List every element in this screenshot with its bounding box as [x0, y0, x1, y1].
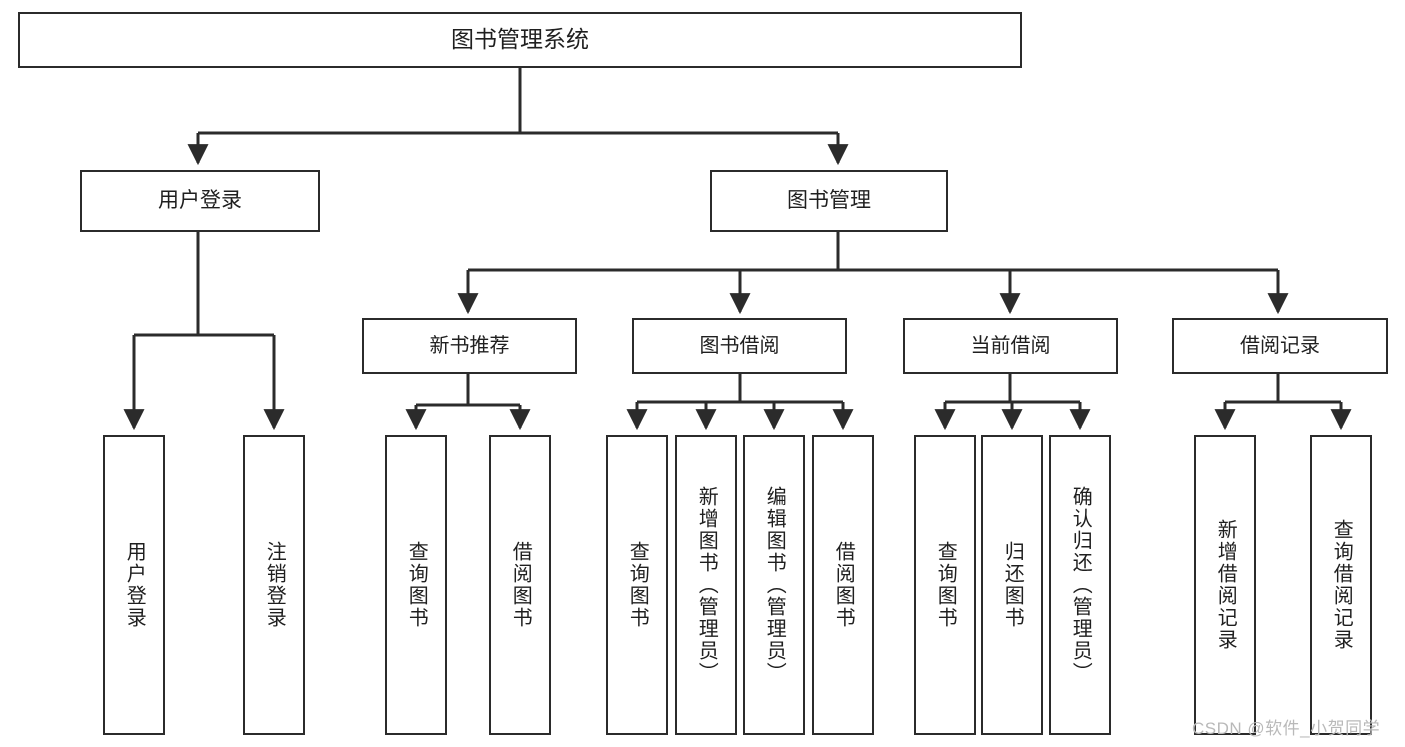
node-label: 图书管理	[787, 189, 871, 213]
node-label: 借阅图书	[832, 541, 855, 629]
leaf-book-borrow-add[interactable]: 新增图书（管理员）	[675, 435, 737, 735]
node-label: 图书借阅	[699, 334, 780, 357]
node-user-login[interactable]: 用户登录	[80, 170, 320, 232]
node-label: 查询图书	[934, 541, 957, 629]
node-label: 借阅图书	[509, 541, 532, 629]
leaf-user-login-signin[interactable]: 用户登录	[103, 435, 165, 735]
node-root-system[interactable]: 图书管理系统	[18, 12, 1022, 68]
node-label: 编辑图书（管理员）	[763, 486, 786, 684]
node-label: 注销登录	[263, 541, 286, 629]
node-new-book-recommend[interactable]: 新书推荐	[362, 318, 577, 374]
node-label: 新增图书（管理员）	[695, 486, 718, 684]
node-label: 借阅记录	[1240, 334, 1320, 357]
node-book-borrow[interactable]: 图书借阅	[632, 318, 847, 374]
leaf-new-book-query[interactable]: 查询图书	[385, 435, 447, 735]
leaf-current-borrow-confirm[interactable]: 确认归还（管理员）	[1049, 435, 1111, 735]
leaf-book-borrow-borrow[interactable]: 借阅图书	[812, 435, 874, 735]
node-label: 当前借阅	[970, 334, 1051, 357]
node-borrow-record[interactable]: 借阅记录	[1172, 318, 1388, 374]
leaf-current-borrow-query[interactable]: 查询图书	[914, 435, 976, 735]
leaf-new-book-borrow[interactable]: 借阅图书	[489, 435, 551, 735]
node-label: 查询图书	[405, 541, 428, 629]
node-label: 确认归还（管理员）	[1069, 486, 1092, 684]
leaf-borrow-record-query[interactable]: 查询借阅记录	[1310, 435, 1372, 735]
node-label: 查询图书	[626, 541, 649, 629]
node-label: 用户登录	[158, 189, 242, 213]
node-label: 图书管理系统	[451, 26, 589, 53]
watermark-text: CSDN @软件_小贺同学	[1192, 719, 1381, 738]
node-current-borrow[interactable]: 当前借阅	[903, 318, 1118, 374]
node-book-management[interactable]: 图书管理	[710, 170, 948, 232]
leaf-current-borrow-return[interactable]: 归还图书	[981, 435, 1043, 735]
leaf-book-borrow-edit[interactable]: 编辑图书（管理员）	[743, 435, 805, 735]
node-label: 新书推荐	[429, 334, 510, 357]
node-label: 归还图书	[1001, 541, 1024, 629]
node-label: 新增借阅记录	[1214, 519, 1237, 651]
node-label: 用户登录	[123, 541, 146, 629]
leaf-user-login-signout[interactable]: 注销登录	[243, 435, 305, 735]
leaf-borrow-record-add[interactable]: 新增借阅记录	[1194, 435, 1256, 735]
leaf-book-borrow-query[interactable]: 查询图书	[606, 435, 668, 735]
node-label: 查询借阅记录	[1330, 519, 1353, 651]
